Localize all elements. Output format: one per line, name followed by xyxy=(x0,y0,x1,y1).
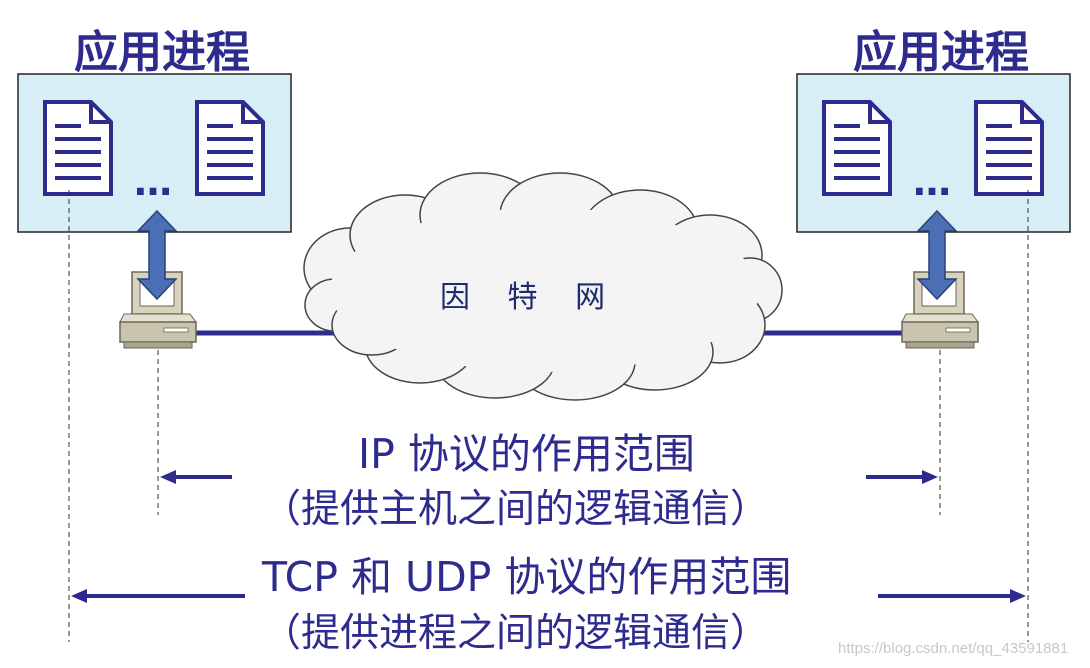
right-ellipsis: … xyxy=(913,160,952,204)
left-double-arrow-icon xyxy=(137,210,177,300)
left-document-icon-1 xyxy=(43,100,113,196)
ip-scope-arrowhead-left xyxy=(160,470,176,484)
transport-scope-subtitle: （提供进程之间的逻辑通信） xyxy=(262,611,770,656)
internet-cloud xyxy=(303,172,783,401)
ip-scope-subtitle: （提供主机之间的逻辑通信） xyxy=(262,487,770,532)
left-process-title: 应用进程 xyxy=(74,27,250,78)
right-double-arrow-icon xyxy=(917,210,957,300)
transport-scope-arrowhead-right xyxy=(1010,589,1026,603)
left-document-icon-2 xyxy=(195,100,265,196)
ip-scope-arrowhead-right xyxy=(922,470,938,484)
ip-scope-title: IP 协议的作用范围 xyxy=(358,430,695,478)
transport-scope-title: TCP 和 UDP 协议的作用范围 xyxy=(262,553,792,601)
internet-label: 因 特 网 xyxy=(440,280,620,315)
right-process-title: 应用进程 xyxy=(853,27,1029,78)
right-document-icon-2 xyxy=(974,100,1044,196)
left-ellipsis: … xyxy=(134,160,173,204)
right-document-icon-1 xyxy=(822,100,892,196)
watermark-text: https://blog.csdn.net/qq_43591881 xyxy=(838,640,1069,657)
transport-scope-arrowhead-left xyxy=(71,589,87,603)
